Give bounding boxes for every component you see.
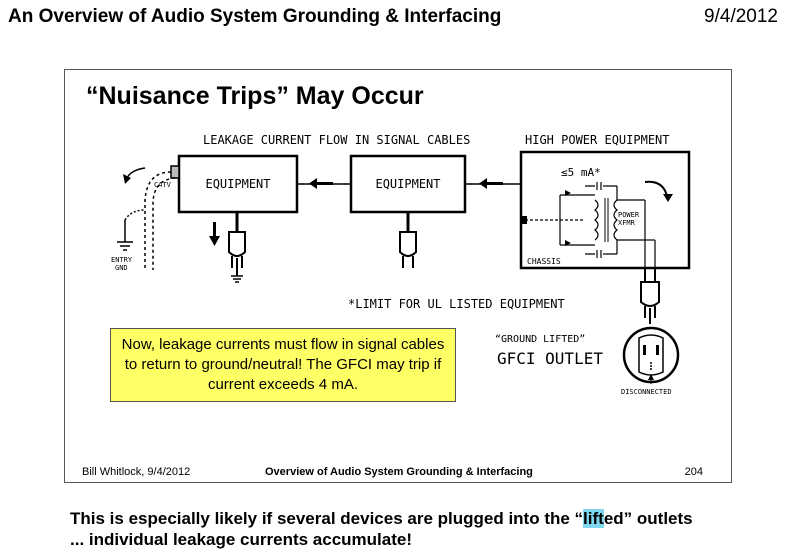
disconnected-label: DISCONNECTED: [621, 388, 672, 396]
bottom-caption-line-2: ... individual leakage currents accumula…: [70, 530, 413, 549]
plug-equipment-2: [399, 212, 417, 268]
callout-note: Now, leakage currents must flow in signa…: [110, 328, 456, 402]
bottom-caption: This is especially likely if several dev…: [70, 508, 693, 550]
catv-label: CATV: [154, 181, 172, 189]
flow-arrow-1: [309, 178, 333, 189]
entry-gnd-label-2: GND: [115, 264, 128, 272]
power-xfmr-label-2: XFMR: [618, 219, 636, 227]
footer-author: Bill Whitlock, 9/4/2012: [82, 466, 191, 478]
caption-highlight: lift: [583, 509, 604, 528]
caption-text-before: This is especially likely if several dev…: [70, 509, 584, 528]
chassis-label: CHASSIS: [527, 257, 561, 266]
high-power-equipment-box: [519, 150, 691, 270]
footer-title: Overview of Audio System Grounding & Int…: [265, 466, 533, 478]
bottom-caption-line-1: This is especially likely if several dev…: [70, 508, 693, 529]
catv-cable-shield: [152, 177, 176, 270]
equipment-2-label: EQUIPMENT: [375, 177, 440, 191]
slide-frame: “Nuisance Trips” May Occur LEAKAGE CURRE…: [64, 69, 732, 483]
plug-high-power: [640, 268, 660, 324]
gfci-outlet-label: GFCI OUTLET: [497, 349, 603, 368]
gfci-outlet: [622, 326, 680, 384]
catv-cable: [144, 171, 172, 270]
down-current-arrow: [209, 222, 220, 246]
ground-lifted-label: “GROUND LIFTED”: [495, 334, 585, 345]
catv-connector: [170, 165, 180, 179]
catv-current-arrow: [126, 167, 146, 179]
footer-page-number: 204: [684, 466, 703, 478]
slide-title: “Nuisance Trips” May Occur: [86, 82, 424, 110]
leakage-flow-label: LEAKAGE CURRENT FLOW IN SIGNAL CABLES: [203, 133, 470, 147]
plug-equipment-1: [228, 212, 246, 283]
ul-limit-note: *LIMIT FOR UL LISTED EQUIPMENT: [348, 297, 565, 311]
entry-gnd-label-1: ENTRY: [111, 256, 133, 264]
grounding-diagram: LEAKAGE CURRENT FLOW IN SIGNAL CABLES HI…: [111, 133, 691, 396]
hp-current-arrow: [644, 180, 668, 197]
document-header-date: 9/4/2012: [704, 6, 778, 27]
high-power-label: HIGH POWER EQUIPMENT: [525, 133, 670, 147]
equipment-1-label: EQUIPMENT: [205, 177, 270, 191]
flow-arrow-2: [479, 178, 503, 189]
power-xfmr-label-1: POWER: [618, 211, 640, 219]
document-header-title: An Overview of Audio System Grounding & …: [8, 6, 502, 27]
leakage-limit-label: ≤5 mA*: [561, 166, 601, 179]
caption-text-after: ed” outlets: [603, 509, 693, 528]
